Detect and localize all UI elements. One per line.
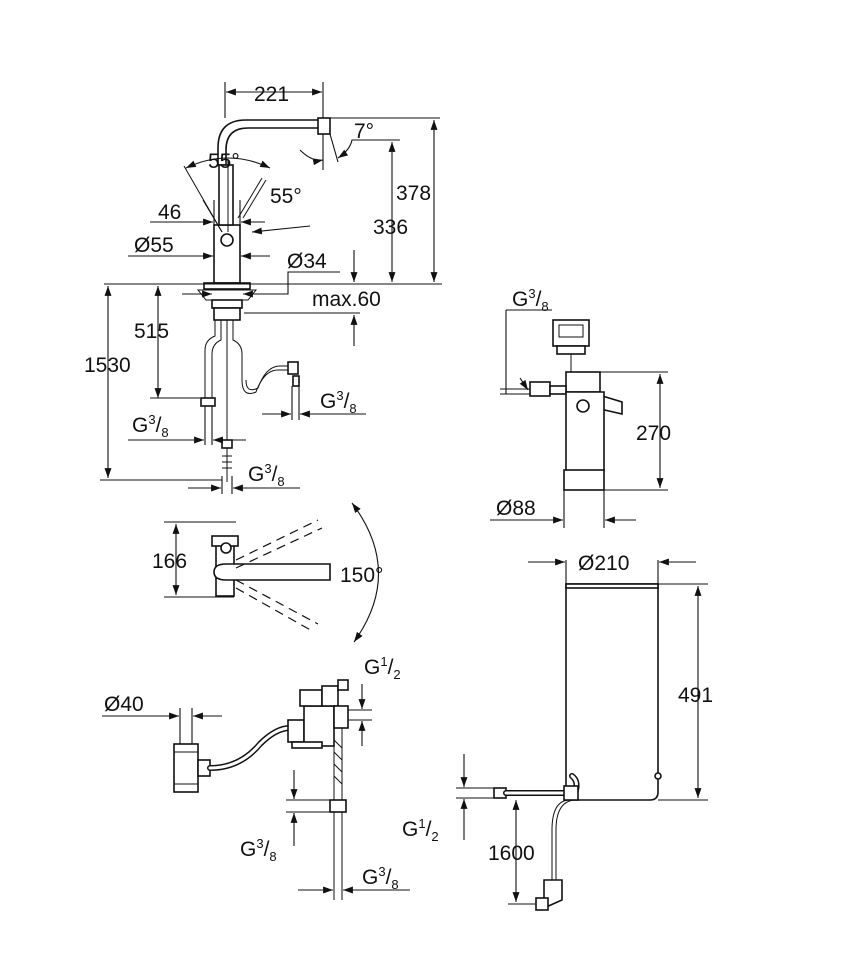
thread-g38-label-5: G3/8: [240, 836, 277, 864]
tee-fitting: [173, 743, 199, 793]
angle-7-label: 7°: [354, 120, 374, 143]
thread-g38-label-3: G3/8: [248, 461, 285, 489]
hose-connector: [287, 361, 299, 375]
swivel-spout: [213, 563, 331, 581]
tank-body: [565, 583, 659, 801]
faucet-top-view: 166 150°: [152, 502, 383, 643]
dim-491-label: 491: [678, 684, 713, 707]
dia-55-label: Ø55: [134, 234, 174, 257]
filter-head: [565, 371, 601, 393]
spout-nozzle: [317, 117, 331, 135]
dia-34-label: Ø34: [287, 250, 327, 273]
dim-378-label: 378: [396, 182, 431, 205]
angle-150-label: 150°: [340, 564, 383, 587]
dim-166-label: 166: [152, 550, 187, 573]
angle-55-right-label: 55°: [270, 185, 302, 208]
lever-handle: [237, 177, 263, 219]
angle-55-top-label: 55°: [208, 150, 240, 173]
thread-g38-label-1: G3/8: [132, 412, 169, 440]
max-60-label: max.60: [312, 288, 381, 311]
dim-515-label: 515: [134, 320, 169, 343]
lever-pivot: [220, 233, 234, 247]
faucet-side-view: 221 7° 55° 55° 378 336 46 Ø55 Ø34: [84, 82, 442, 494]
dia-88-label: Ø88: [496, 497, 536, 520]
thread-g12-label-1: G1/2: [364, 654, 401, 682]
faucet-base: [203, 282, 251, 290]
valve-body: [303, 705, 335, 747]
thread-g38-label-2: G3/8: [320, 388, 357, 416]
dim-221-label: 221: [254, 83, 289, 106]
faucet-neck: [218, 164, 234, 226]
dim-1530-label: 1530: [84, 354, 131, 377]
filter-unit: G3/8 270 Ø88: [490, 286, 671, 528]
thread-g38-label-6: G3/8: [362, 864, 399, 892]
boiler-tank: Ø210 491 G1/2 1600: [402, 552, 713, 911]
dim-270-label: 270: [636, 422, 671, 445]
thread-g38-label-4: G3/8: [512, 286, 549, 314]
filter-cartridge: [563, 469, 605, 491]
dim-1600-label: 1600: [488, 842, 535, 865]
dia-210-label: Ø210: [578, 552, 629, 575]
dia-40-label: Ø40: [104, 693, 144, 716]
valve-assembly: Ø40 G1/2 G3/8 G3/8: [102, 654, 410, 900]
dim-46-label: 46: [158, 201, 181, 224]
filter-display: [552, 319, 590, 347]
dim-336-label: 336: [373, 216, 408, 239]
thread-g12-label-2: G1/2: [402, 816, 439, 844]
